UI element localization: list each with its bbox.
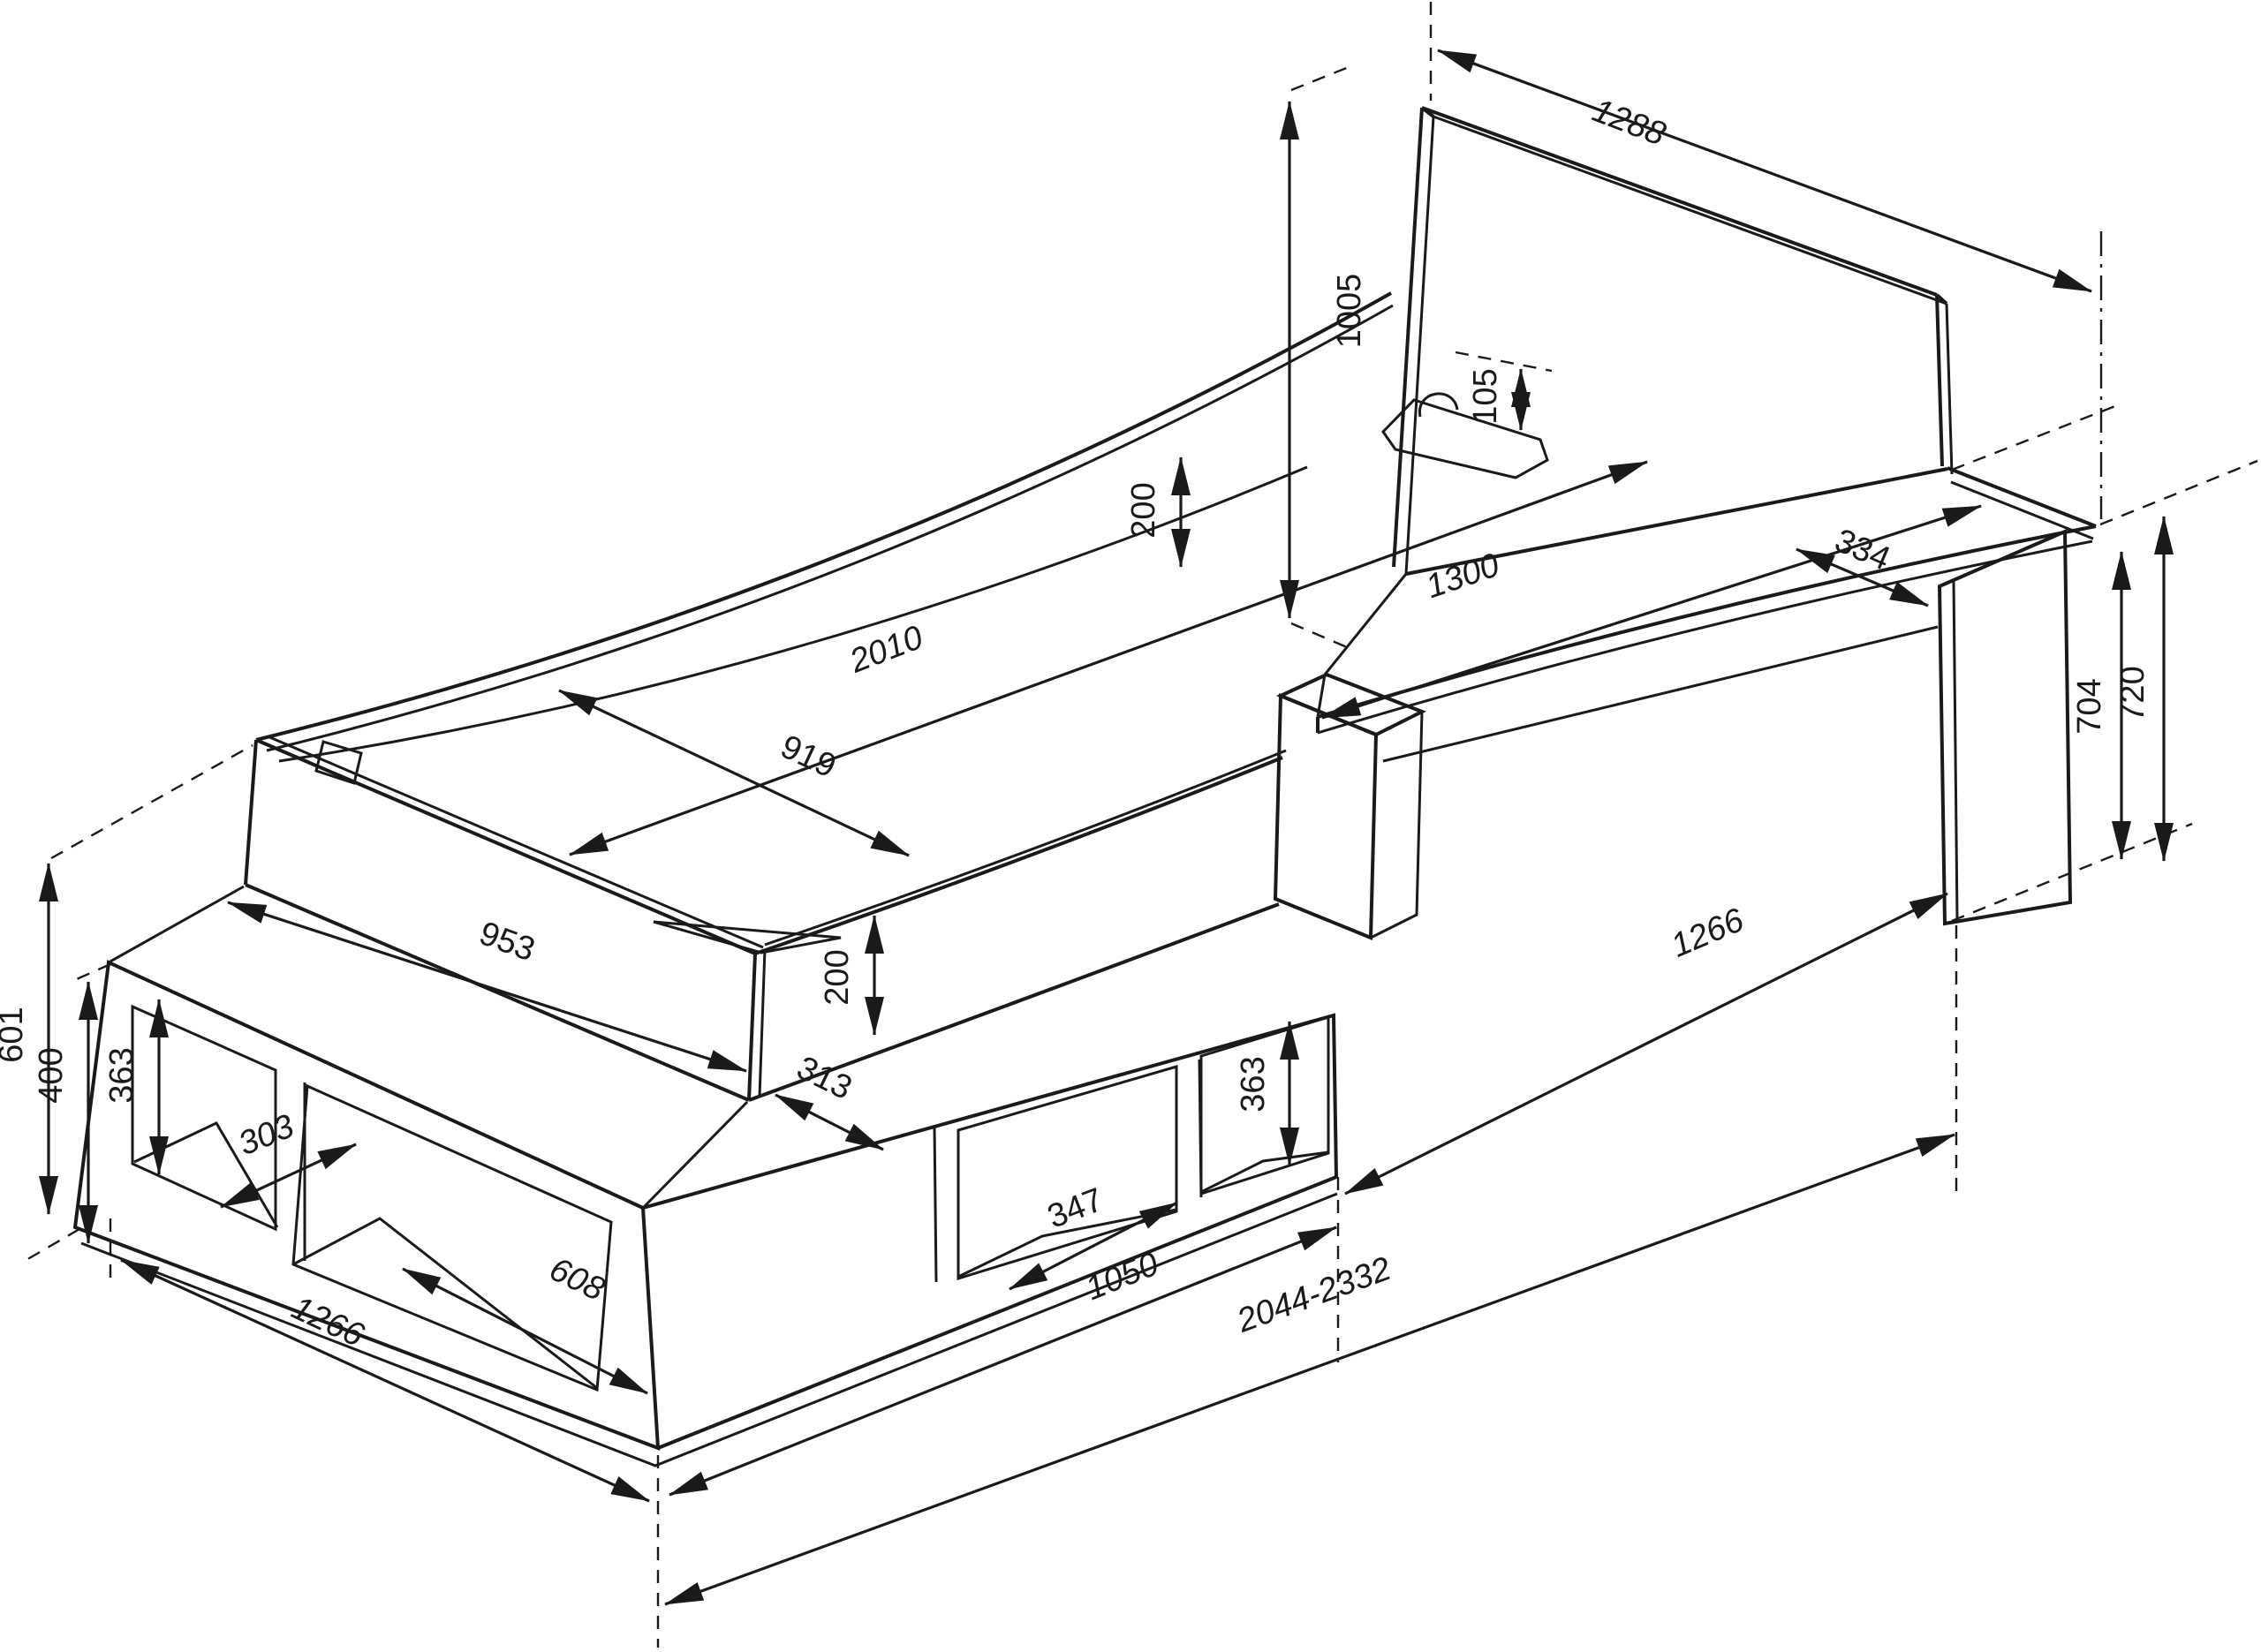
dim-label-200-wall: 200: [1125, 482, 1162, 538]
dim-label-400: 400: [33, 1047, 70, 1103]
dim-label-200-bed: 200: [819, 949, 856, 1005]
dim-label-1050: 1050: [1080, 1246, 1163, 1309]
dim-label-953: 953: [474, 915, 540, 969]
dim-label-363-right: 363: [1235, 1056, 1272, 1112]
dim-line-2044-2332: [664, 1133, 1955, 1606]
cubby-left-1: [131, 1004, 277, 1232]
dim-line-2010: [569, 460, 1648, 856]
cubby-front-1: [957, 1065, 1178, 1281]
dim-label-1300: 1300: [1421, 547, 1504, 606]
support-pillar-outline: [1273, 672, 1426, 940]
mattress-corner-line: [653, 920, 842, 954]
dim-label-1288: 1288: [1587, 92, 1670, 154]
dim-label-1005: 1005: [1331, 274, 1368, 349]
dim-label-347: 347: [1043, 1181, 1108, 1236]
extension-lines: [24, 2, 2258, 1648]
desk-outline: [1316, 466, 2097, 926]
dim-line-953: [227, 901, 747, 1073]
dim-label-105: 105: [1467, 368, 1504, 424]
pillow-shape: [314, 740, 363, 785]
dim-line-919: [558, 689, 910, 857]
clothes-hook: [1381, 392, 1549, 479]
dim-line-303: [220, 1143, 357, 1209]
dim-label-313: 313: [791, 1049, 858, 1107]
storage-base-outline: [72, 885, 1339, 1467]
dim-label-601: 601: [0, 1007, 30, 1062]
dim-line-334: [1796, 547, 1929, 607]
dim-label-363-left: 363: [103, 1047, 140, 1103]
dim-line-1300: [1321, 504, 1982, 720]
dim-label-720: 720: [2114, 666, 2151, 721]
headboard-panel-outline: [1392, 106, 1954, 575]
dim-line-608: [402, 1267, 648, 1395]
dim-line-1050: [669, 1226, 1337, 1497]
dim-line-1266-right: [1344, 892, 1948, 1196]
dim-label-2044-2332: 2044-2332: [1231, 1250, 1395, 1340]
dim-label-608: 608: [544, 1250, 610, 1309]
dim-label-1266-left: 1266: [286, 1289, 370, 1354]
dimension-lines: [39, 49, 2174, 1606]
dim-line-1266-left: [120, 1258, 650, 1503]
dim-label-704: 704: [2071, 678, 2108, 734]
dim-line-1288: [1437, 49, 2092, 293]
desk-leg: [1937, 528, 2073, 926]
dim-label-303: 303: [233, 1108, 299, 1164]
dim-label-1266-right: 1266: [1666, 901, 1750, 965]
dim-line-313: [775, 1093, 884, 1151]
